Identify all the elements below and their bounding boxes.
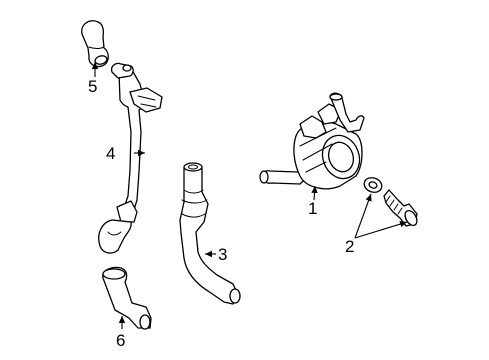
part-3-hose[interactable] [179,162,241,305]
leader-lines [91,62,408,329]
callout-4: 4 [106,144,115,163]
part-2-fitting[interactable] [362,175,419,227]
callout-1: 1 [308,199,317,218]
part-1-oil-cooler[interactable] [259,92,365,190]
part-5-upper-hose[interactable] [81,20,109,68]
callout-5: 5 [88,77,97,96]
callout-3: 3 [218,245,227,264]
part-4-cooler-tube[interactable] [98,62,163,254]
callout-6: 6 [116,331,125,350]
part-6-lower-hose[interactable] [102,266,152,330]
callout-2: 2 [345,237,354,256]
